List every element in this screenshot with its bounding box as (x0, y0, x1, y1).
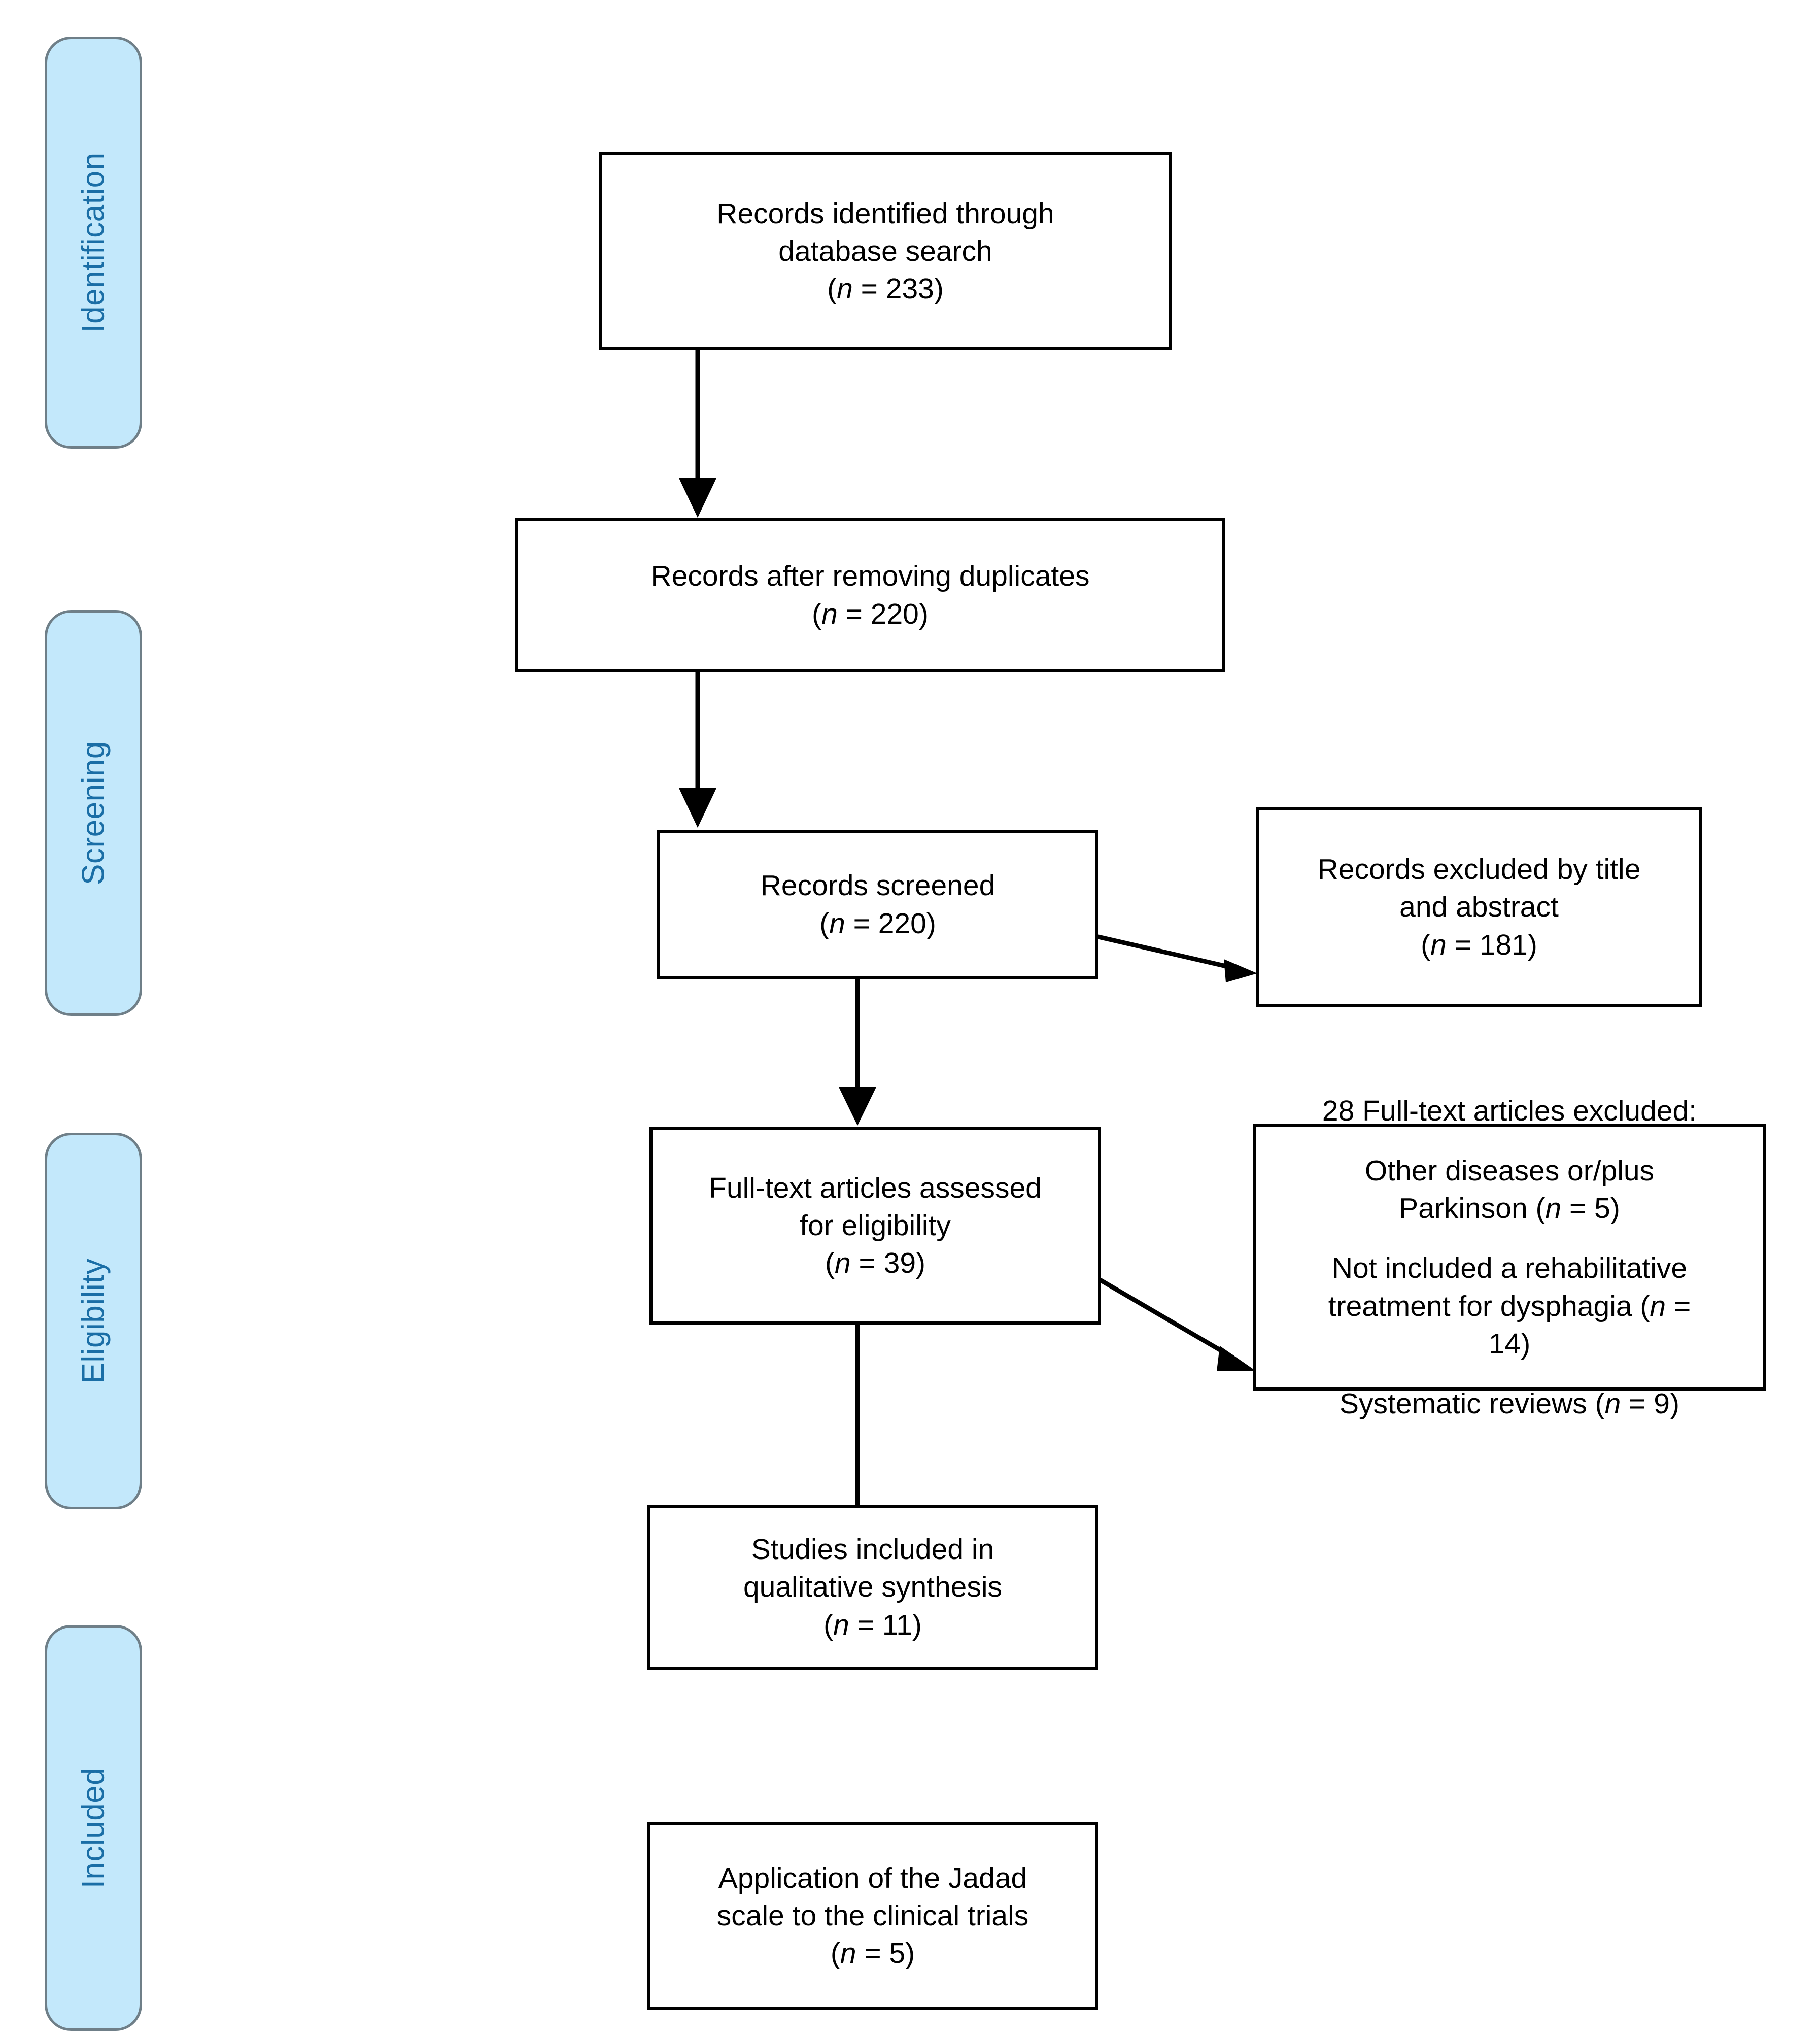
box-fulltext-assessed: Full-text articles assessed for eligibil… (649, 1127, 1101, 1325)
reason-1-pre: Parkinson ( (1399, 1192, 1546, 1225)
box-records-identified: Records identified through database sear… (599, 152, 1172, 350)
excluded-reason-systematic-reviews: Systematic reviews (n = 9) (1265, 1385, 1754, 1422)
box-jadad-line1: Application of the Jadad (718, 1861, 1027, 1894)
stage-tab-screening-label: Screening (76, 741, 111, 885)
box-jadad-count: (n = 5) (831, 1935, 915, 1972)
excluded-reason-other-diseases: Other diseases or/plus Parkinson (n = 5) (1265, 1152, 1754, 1227)
paren-open: ( (825, 1247, 835, 1280)
excluded-reason-2-line1: Not included a rehabilitative (1331, 1252, 1688, 1285)
box-records-screened-count: (n = 220) (819, 905, 936, 942)
n-value: = 11) (849, 1608, 922, 1641)
n-value: = 220) (837, 597, 929, 630)
box-jadad-scale-application: Application of the Jadad scale to the cl… (647, 1822, 1098, 2010)
n-symbol: n (840, 1937, 856, 1970)
n-symbol: n (829, 907, 845, 940)
arrow-fulltext-to-excluded-list (1098, 1278, 1256, 1371)
box-studies-included-count: (n = 11) (823, 1606, 922, 1644)
box-records-deduplicated: Records after removing duplicates (n = 2… (515, 518, 1225, 672)
n-value: = 233) (852, 273, 944, 306)
stage-tab-eligibility-label: Eligibility (76, 1258, 111, 1384)
excluded-reason-3-line1: Systematic reviews (n = 9) (1265, 1385, 1754, 1422)
n-symbol: n (1430, 928, 1447, 961)
box-records-excluded-count: (n = 181) (1421, 926, 1537, 964)
n-symbol: n (834, 1247, 851, 1280)
excluded-reason-1-line1: Other diseases or/plus (1364, 1155, 1655, 1188)
stage-tab-identification: Identification (45, 37, 142, 449)
reason-2-post: = (1666, 1290, 1691, 1323)
box-records-excluded-line2: and abstract (1399, 891, 1559, 924)
arrow-screened-to-fulltext (839, 979, 876, 1126)
box-records-screened-line1: Records screened (760, 869, 995, 902)
n-symbol: n (1604, 1387, 1621, 1420)
paren-open: ( (823, 1608, 834, 1641)
paren-open: ( (830, 1937, 840, 1970)
stage-tab-eligibility: Eligibility (45, 1133, 142, 1509)
excluded-reason-no-rehab-treatment: Not included a rehabilitative treatment … (1265, 1249, 1754, 1362)
paren-open: ( (819, 907, 830, 940)
arrow-identified-to-deduplicated (679, 350, 716, 518)
arrow-screened-to-excluded (1095, 934, 1257, 982)
reason-1-post: = 5) (1561, 1192, 1620, 1225)
n-symbol: n (833, 1608, 849, 1641)
stage-tab-screening: Screening (45, 610, 142, 1016)
box-records-deduplicated-line1: Records after removing duplicates (650, 560, 1090, 593)
n-value: = 220) (845, 907, 936, 940)
excluded-reason-2-line3: 14) (1488, 1327, 1531, 1360)
arrow-deduplicated-to-screened (679, 672, 716, 828)
reason-3-pre: Systematic reviews ( (1340, 1387, 1605, 1420)
n-symbol: n (1545, 1192, 1562, 1225)
box-fulltext-assessed-line2: for eligibility (800, 1209, 951, 1242)
box-records-identified-line2: database search (778, 234, 992, 267)
stage-tab-identification-label: Identification (76, 152, 111, 333)
n-value: = 5) (856, 1937, 915, 1970)
box-studies-included-line1: Studies included in (751, 1533, 994, 1566)
box-studies-included-qualitative: Studies included in qualitative synthesi… (647, 1505, 1098, 1670)
reason-2-pre: treatment for dysphagia ( (1328, 1290, 1650, 1323)
box-records-excluded-line1: Records excluded by title (1317, 853, 1641, 886)
excluded-heading: 28 Full-text articles excluded: (1322, 1095, 1697, 1128)
excluded-reason-1-line2: Parkinson (n = 5) (1265, 1190, 1754, 1227)
stage-tab-included-label: Included (76, 1767, 111, 1889)
box-fulltext-excluded-reasons: 28 Full-text articles excluded: Other di… (1253, 1095, 1766, 1420)
stage-tab-included: Included (45, 1625, 142, 2031)
n-symbol: n (1650, 1290, 1666, 1323)
n-value: = 181) (1446, 928, 1537, 961)
box-records-identified-count: (n = 233) (827, 270, 944, 308)
box-fulltext-assessed-line1: Full-text articles assessed (709, 1171, 1042, 1204)
box-records-excluded-title-abstract: Records excluded by title and abstract (… (1256, 807, 1702, 1007)
box-studies-included-line2: qualitative synthesis (743, 1571, 1003, 1604)
box-fulltext-assessed-count: (n = 39) (825, 1244, 925, 1282)
box-records-screened: Records screened (n = 220) (657, 830, 1098, 979)
paren-open: ( (1421, 928, 1431, 961)
reason-3-post: = 9) (1621, 1387, 1679, 1420)
paren-open: ( (827, 273, 837, 306)
paren-open: ( (812, 597, 822, 630)
box-jadad-line2: scale to the clinical trials (716, 1899, 1029, 1932)
n-symbol: n (821, 597, 838, 630)
box-records-deduplicated-count: (n = 220) (812, 595, 929, 633)
box-records-identified-line1: Records identified through (716, 197, 1054, 230)
n-symbol: n (837, 273, 853, 306)
n-value: = 39) (850, 1247, 926, 1280)
excluded-reason-2-line2: treatment for dysphagia (n = (1265, 1287, 1754, 1325)
